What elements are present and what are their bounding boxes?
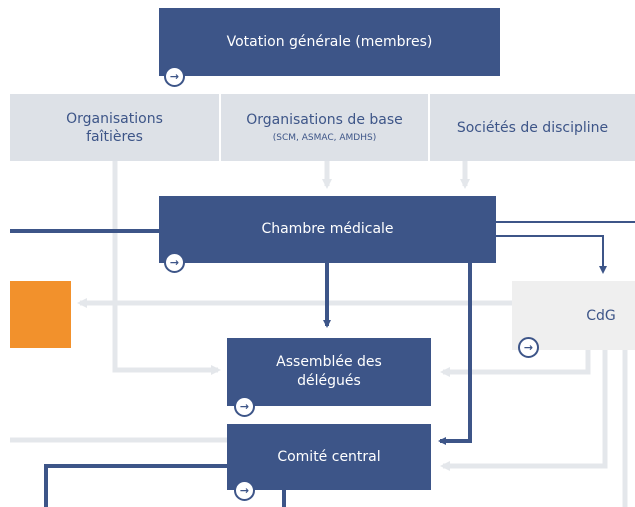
arrow-circle-icon[interactable]: →: [164, 252, 185, 273]
connector-comite-left: [44, 464, 227, 507]
societes-box: Sociétés de discipline: [430, 94, 635, 161]
base-sublabel: (SCM, ASMAC, AMDHS): [272, 133, 377, 143]
connector-cdg-assemblee: [440, 350, 591, 377]
arrow-circle-icon[interactable]: →: [518, 337, 539, 358]
assemblee-box: Assemblée des délégués: [227, 338, 431, 406]
orange-box: [10, 281, 71, 348]
base-label: Organisations de base: [246, 112, 403, 128]
comite-label: Comité central: [277, 448, 381, 465]
votation-box: Votation générale (membres): [159, 8, 500, 76]
chambre-label: Chambre médicale: [261, 221, 394, 237]
societes-label: Sociétés de discipline: [456, 119, 609, 136]
connector-cdg-comite: [440, 350, 608, 471]
assemblee-label: Assemblée des délégués: [276, 354, 382, 389]
arrow-circle-icon[interactable]: →: [164, 66, 185, 87]
faitieres-label: Organisations faîtières: [66, 110, 163, 145]
comite-box: Comité central: [227, 424, 431, 490]
arrow-circle-icon[interactable]: →: [234, 396, 255, 417]
faitieres-box: Organisations faîtières: [10, 94, 219, 161]
connector-chambre-comite: [438, 263, 472, 445]
arrow-circle-icon[interactable]: →: [234, 480, 255, 501]
chambre-box: Chambre médicale: [159, 196, 496, 263]
votation-label: Votation générale (membres): [226, 33, 433, 50]
connector-chambre-cdg: [496, 235, 607, 274]
cdg-label: CdG: [586, 307, 616, 324]
base-box: Organisations de base (SCM, ASMAC, AMDHS…: [221, 94, 428, 161]
